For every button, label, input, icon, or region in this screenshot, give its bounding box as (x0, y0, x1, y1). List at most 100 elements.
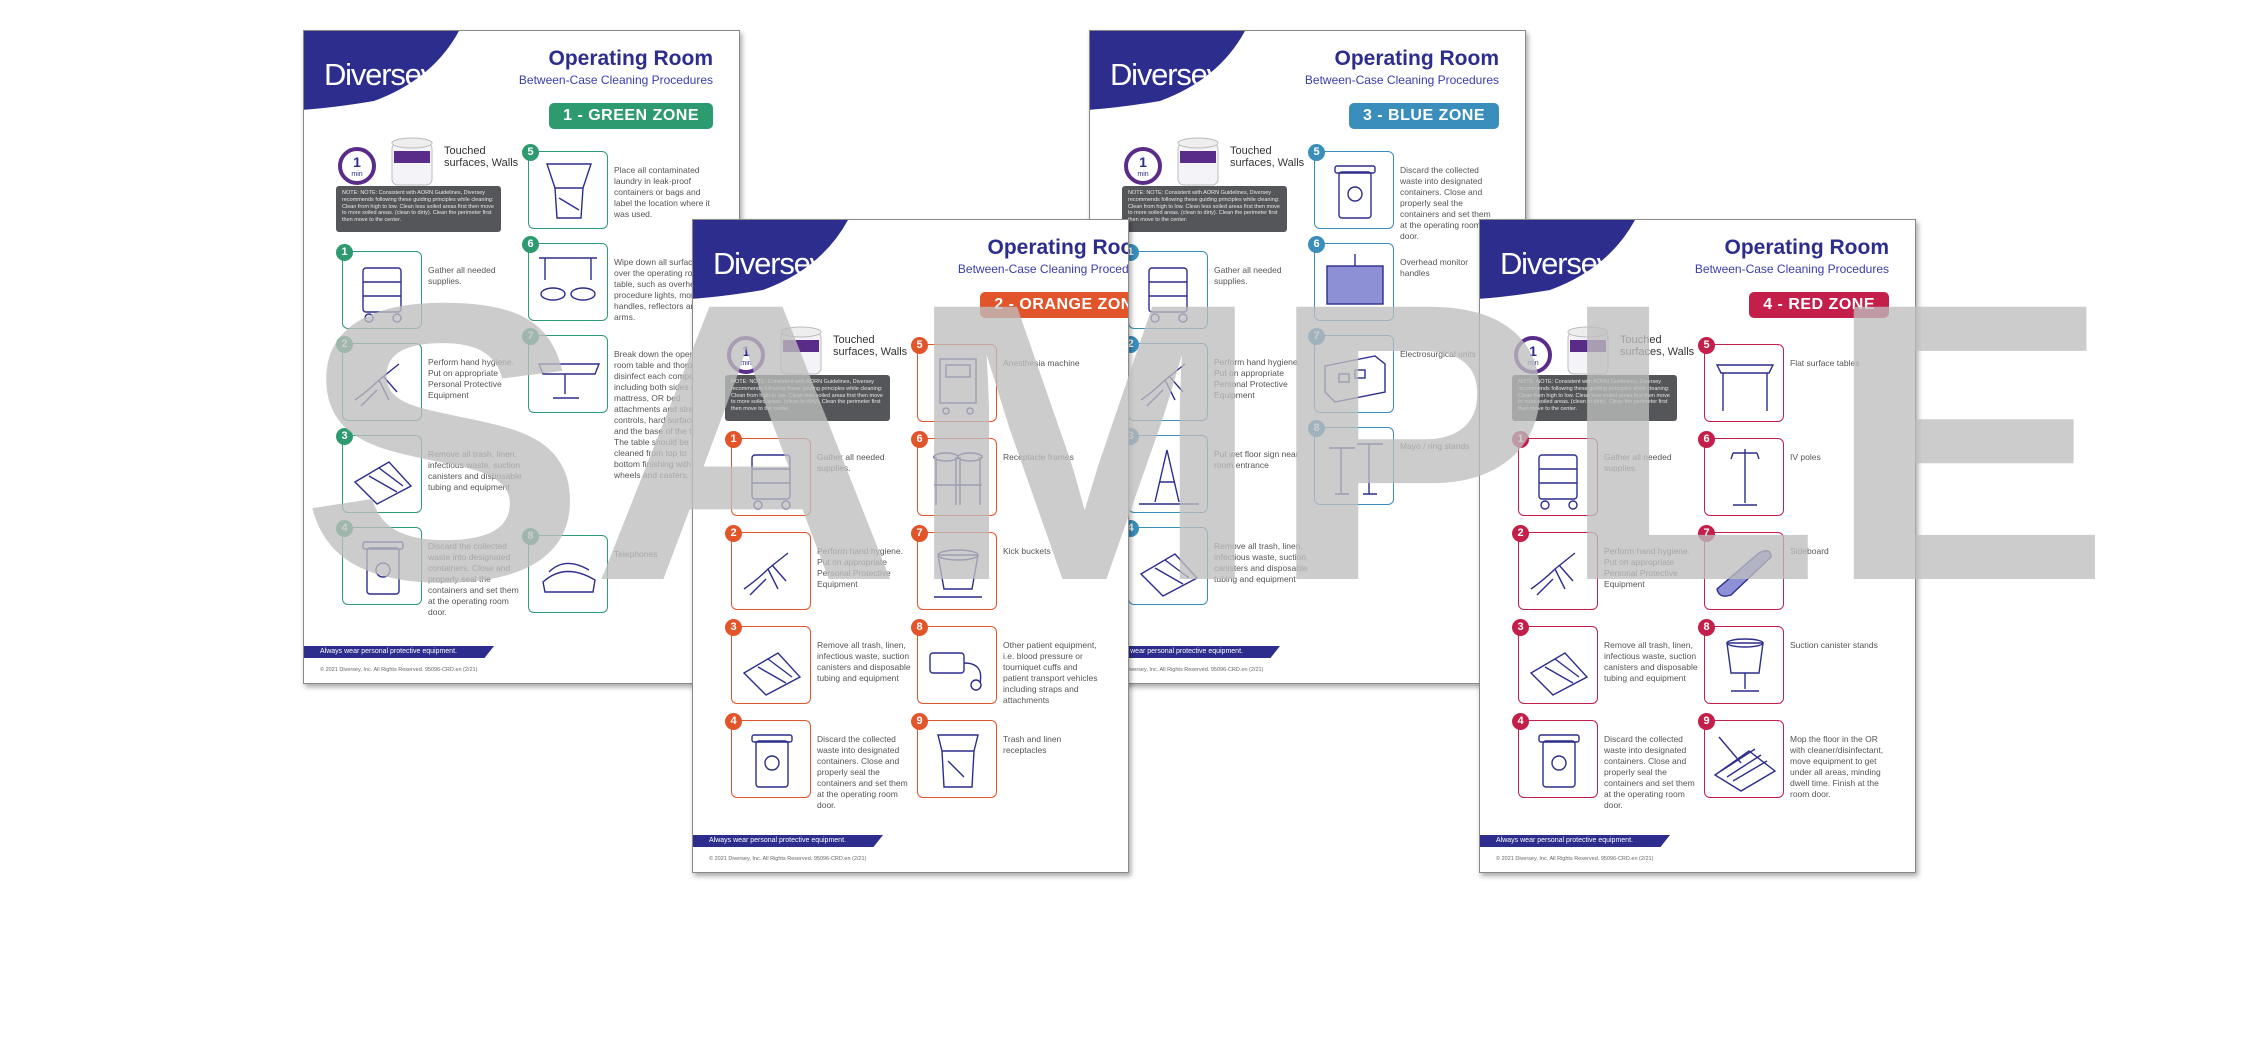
guideline-note: NOTE: NOTE: Consistent with AORN Guideli… (1512, 375, 1677, 421)
step-1: 1 Gather all needed supplies. (336, 244, 542, 335)
poster-subtitle: Between-Case Cleaning Procedures (1304, 73, 1499, 87)
step-2: 2 Perform hand hygiene. Put on appropria… (1122, 336, 1328, 427)
step-6: 6 Wipe down all surfaces over the operat… (522, 236, 728, 327)
step-5: 5 Anesthesia machine (911, 337, 1117, 428)
step-6: 6 Overhead monitor handles (1308, 236, 1514, 327)
remove-trash-icon (1529, 652, 1589, 696)
flat-table-icon (1715, 364, 1775, 411)
step-7: 7 Break down the operating room table an… (522, 328, 728, 480)
ppe-reminder: Always wear personal protective equipmen… (1090, 646, 1280, 658)
step-3: 3 Remove all trash, linen, infectious wa… (336, 428, 542, 519)
electrosurgical-unit-icon (1324, 355, 1386, 403)
step-6: 6 IV poles (1698, 431, 1904, 522)
brand-swoosh (1480, 220, 1635, 299)
poster-subtitle: Between-Case Cleaning Procedures (1694, 262, 1889, 276)
brand-header: Diversey (1090, 31, 1270, 111)
blood-pressure-cuff-icon (929, 652, 982, 691)
brand-header: Diversey (1480, 220, 1660, 300)
remove-trash-icon (353, 461, 413, 505)
step-4: 4 Remove all trash, linen, infectious wa… (1122, 520, 1328, 611)
cleaning-cart-icon (1148, 267, 1188, 323)
brand-swoosh (1090, 31, 1245, 110)
kick-bucket-icon (934, 549, 982, 598)
step-4: 4 Discard the collected waste into desig… (725, 713, 931, 810)
step-7: 7 Kick buckets (911, 525, 1117, 616)
poster-title-block: Operating Room Between-Case Cleaning Pro… (912, 236, 1129, 277)
copyright: © 2021 Diversey, Inc. All Rights Reserve… (709, 856, 867, 862)
step-4: 4 Discard the collected waste into desig… (336, 520, 542, 617)
step-5: 5 Flat surface tables (1698, 337, 1904, 428)
poster-title-block: Operating Room Between-Case Cleaning Pro… (1649, 236, 1889, 277)
guideline-note: NOTE: NOTE: Consistent with AORN Guideli… (336, 186, 501, 232)
cleaning-cart-icon (1538, 454, 1578, 510)
surgical-light-icon (539, 257, 597, 301)
brand-logo-text: Diversey (324, 57, 436, 92)
zone-badge: 2 - ORANGE ZONE (980, 292, 1128, 318)
ppe-reminder: Always wear personal protective equipmen… (693, 835, 883, 847)
brand-logo-text: Diversey (713, 246, 825, 281)
poster-red-zone: Diversey Operating Room Between-Case Cle… (1479, 219, 1916, 873)
copyright: © 2021 Diversey, Inc. All Rights Reserve… (1496, 856, 1654, 862)
hand-glove-icon (1530, 552, 1576, 596)
wipes-tub-icon (1567, 326, 1609, 375)
step-8: 8 Telephones (522, 528, 728, 619)
biohazard-bin-icon (1538, 734, 1580, 788)
remove-trash-icon (1139, 553, 1199, 597)
step-1: 1 Gather all needed supplies. (1512, 431, 1718, 522)
hummingbird-icon (439, 46, 477, 74)
step-6: 6 Receptacle frames (911, 431, 1117, 522)
zone-badge: 3 - BLUE ZONE (1348, 103, 1499, 129)
step-3: 3 Put wet floor sign near room entrance (1122, 428, 1328, 519)
remove-trash-icon (742, 652, 802, 696)
brand-logo-text: Diversey (1110, 57, 1222, 92)
step-2: 2 Perform hand hygiene. Put on appropria… (725, 525, 931, 616)
hand-glove-icon (1140, 363, 1186, 407)
hummingbird-icon (828, 235, 866, 263)
wet-floor-sign-icon (1139, 449, 1199, 505)
poster-green-zone: Diversey Operating Room Between-Case Cle… (303, 30, 740, 684)
cleaning-cart-icon (362, 267, 402, 323)
guideline-note: NOTE: NOTE: Consistent with AORN Guideli… (725, 375, 890, 421)
guideline-note: NOTE: NOTE: Consistent with AORN Guideli… (1122, 186, 1287, 232)
hummingbird-icon (1225, 46, 1263, 74)
copyright: © 2021 Diversey, Inc. All Rights Reserve… (320, 667, 478, 673)
poster-title: Operating Room (1334, 47, 1499, 70)
iv-pole-icon (1730, 449, 1760, 506)
ppe-reminder: Always wear personal protective equipmen… (304, 646, 494, 658)
telephone-icon (542, 562, 596, 593)
poster-title: Operating Room (1724, 236, 1889, 259)
wipes-tub-icon (780, 326, 822, 375)
poster-blue-zone: Diversey Operating Room Between-Case Cle… (1089, 30, 1526, 684)
wipes-tub-icon (391, 137, 433, 186)
wipes-tub-icon (1177, 137, 1219, 186)
zone-badge: 4 - RED ZONE (1749, 292, 1889, 318)
brand-swoosh (304, 31, 459, 110)
laundry-bag-icon (546, 163, 592, 219)
step-1: 1 Gather all needed supplies. (725, 431, 931, 522)
step-2: 2 Perform hand hygiene. Put on appropria… (1512, 525, 1718, 616)
biohazard-bin-icon (751, 734, 793, 788)
receptacle-frame-icon (933, 452, 983, 505)
poster-subtitle: Between-Case Cleaning Procedures (957, 262, 1129, 276)
step-7: 7 Electrosurgical units (1308, 328, 1514, 419)
poster-title: Operating Room (987, 236, 1128, 259)
poster-title-block: Operating Room Between-Case Cleaning Pro… (1259, 47, 1499, 88)
step-7: 7 Sideboard (1698, 525, 1904, 616)
mayo-stand-icon (1329, 443, 1383, 495)
biohazard-bin-icon (1334, 165, 1376, 219)
step-8: 8 Mayo / ring stands (1308, 420, 1514, 511)
product-label: Touched surfaces, Walls (1230, 145, 1305, 169)
step-5: 5 Place all contaminated laundry in leak… (522, 144, 728, 235)
hand-glove-icon (354, 363, 400, 407)
ppe-reminder: Always wear personal protective equipmen… (1480, 835, 1670, 847)
poster-orange-zone: Diversey Operating Room Between-Case Cle… (692, 219, 1129, 873)
step-8: 8 Other patient equipment, i.e. blood pr… (911, 619, 1117, 710)
product-label: Touched surfaces, Walls (833, 334, 908, 358)
